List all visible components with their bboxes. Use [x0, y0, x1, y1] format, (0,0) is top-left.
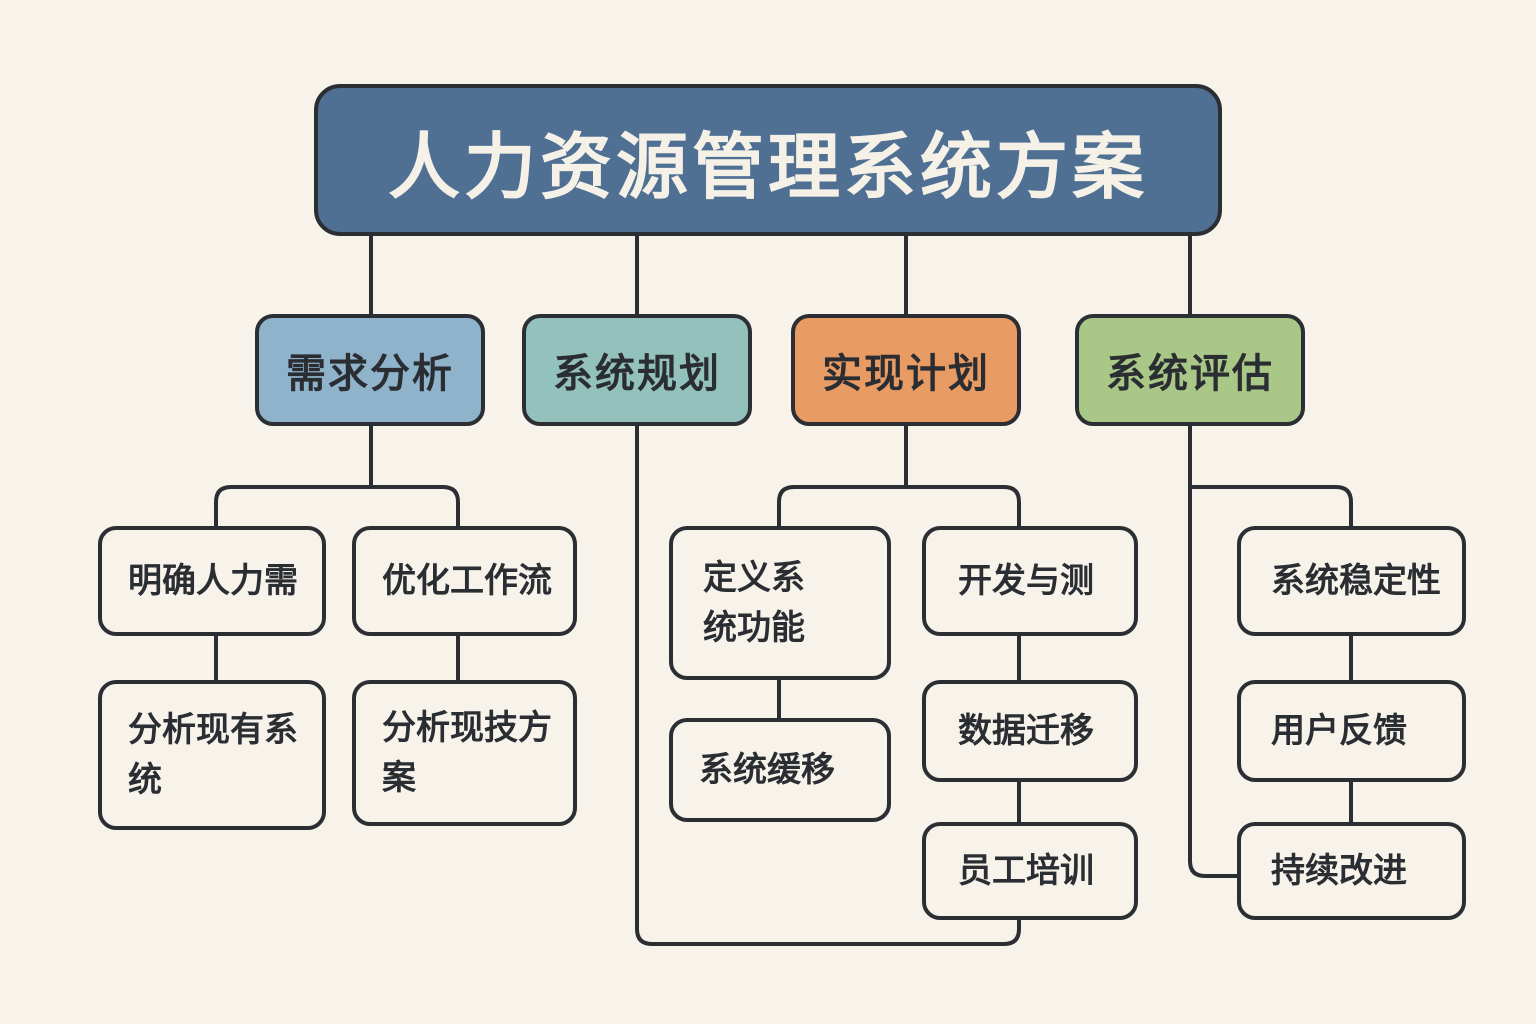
- requirements-item-4: 分析现技方案: [352, 680, 577, 826]
- connector-requirements-bracket: [214, 485, 460, 528]
- category-requirements-analysis: 需求分析: [255, 314, 485, 426]
- evaluation-item-1: 系统稳定性: [1237, 526, 1466, 636]
- category-implementation-plan: 实现计划: [791, 314, 1021, 426]
- connector-implementation-bracket: [777, 485, 1021, 528]
- requirements-item-1: 明确人力需: [98, 526, 326, 636]
- evaluation-item-2: 用户反馈: [1237, 680, 1466, 782]
- category-system-planning: 系统规划: [522, 314, 752, 426]
- implementation-item-3: 开发与测: [922, 526, 1138, 636]
- implementation-item-5: 员工培训: [922, 822, 1138, 920]
- diagram-title: 人力资源管理系统方案: [314, 84, 1222, 236]
- implementation-item-4: 数据迁移: [922, 680, 1138, 782]
- requirements-item-2: 优化工作流: [352, 526, 577, 636]
- connector-evaluation-trunk: [1188, 424, 1239, 878]
- category-system-evaluation: 系统评估: [1075, 314, 1305, 426]
- implementation-item-2: 系统缓移: [669, 718, 891, 822]
- connector-planning-loop: [635, 424, 1021, 946]
- connector-evaluation-bracket: [1188, 485, 1353, 528]
- requirements-item-3: 分析现有系统: [98, 680, 326, 830]
- implementation-item-1: 定义系统功能: [669, 526, 891, 680]
- evaluation-item-3: 持续改进: [1237, 822, 1466, 920]
